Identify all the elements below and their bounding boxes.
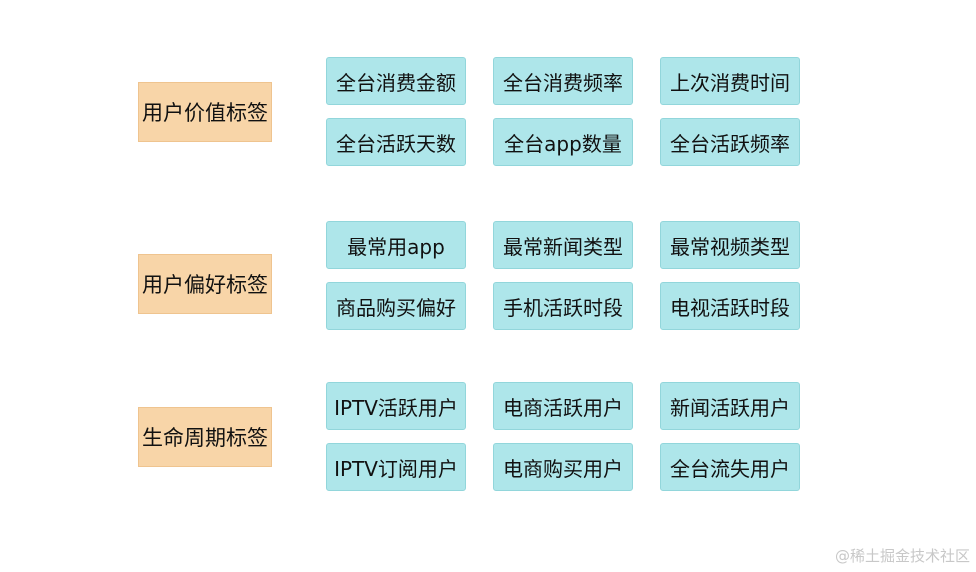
tag-tv-active-period: 电视活跃时段 <box>660 282 800 330</box>
tag-most-used-app: 最常用app <box>326 221 466 269</box>
tag-most-video-type: 最常视频类型 <box>660 221 800 269</box>
tag-total-active-frequency: 全台活跃频率 <box>660 118 800 166</box>
tag-total-active-days: 全台活跃天数 <box>326 118 466 166</box>
tag-most-news-type: 最常新闻类型 <box>493 221 633 269</box>
tag-total-app-count: 全台app数量 <box>493 118 633 166</box>
tag-iptv-active-user: IPTV活跃用户 <box>326 382 466 430</box>
category-user-preference: 用户偏好标签 <box>138 254 272 314</box>
tag-total-churned-user: 全台流失用户 <box>660 443 800 491</box>
tag-total-spend-frequency: 全台消费频率 <box>493 57 633 105</box>
category-user-value: 用户价值标签 <box>138 82 272 142</box>
tag-product-purchase-preference: 商品购买偏好 <box>326 282 466 330</box>
tag-news-active-user: 新闻活跃用户 <box>660 382 800 430</box>
tag-ecommerce-purchase-user: 电商购买用户 <box>493 443 633 491</box>
watermark-text: @稀土掘金技术社区 <box>834 547 970 565</box>
category-lifecycle: 生命周期标签 <box>138 407 272 467</box>
tag-iptv-subscribed-user: IPTV订阅用户 <box>326 443 466 491</box>
tag-ecommerce-active-user: 电商活跃用户 <box>493 382 633 430</box>
tag-last-spend-time: 上次消费时间 <box>660 57 800 105</box>
tag-phone-active-period: 手机活跃时段 <box>493 282 633 330</box>
tag-total-spend-amount: 全台消费金额 <box>326 57 466 105</box>
